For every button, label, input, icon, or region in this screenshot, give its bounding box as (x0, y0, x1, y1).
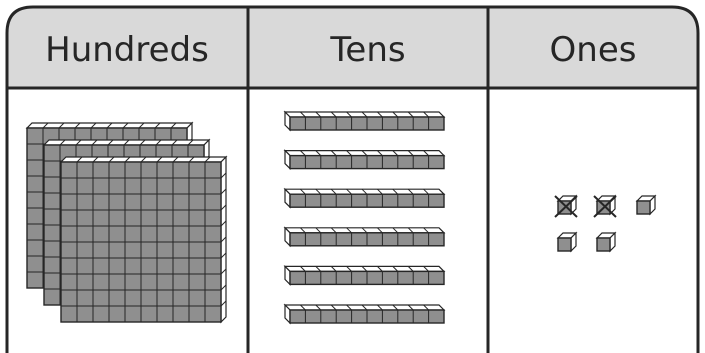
header-tens: Tens (329, 30, 405, 70)
one-cube (595, 231, 617, 253)
one-cube (556, 231, 578, 253)
hundreds-blocks (25, 121, 228, 324)
header-ones: Ones (550, 30, 637, 70)
hundred-flat (59, 155, 228, 324)
ones-cubes (554, 194, 657, 253)
cross-out-mark (593, 195, 617, 218)
tens-rods (283, 110, 446, 325)
header-hundreds: Hundreds (45, 30, 209, 70)
ten-rod (283, 149, 446, 171)
ten-rod (283, 226, 446, 248)
one-cube (635, 194, 657, 216)
chart-frame (5, 5, 700, 353)
ten-rod (283, 110, 446, 132)
ten-rod (283, 264, 446, 286)
one-cube (593, 194, 617, 218)
ten-rod (283, 187, 446, 209)
ten-rod (283, 303, 446, 325)
cross-out-mark (554, 195, 578, 218)
one-cube (554, 194, 578, 218)
header-band (7, 7, 698, 88)
